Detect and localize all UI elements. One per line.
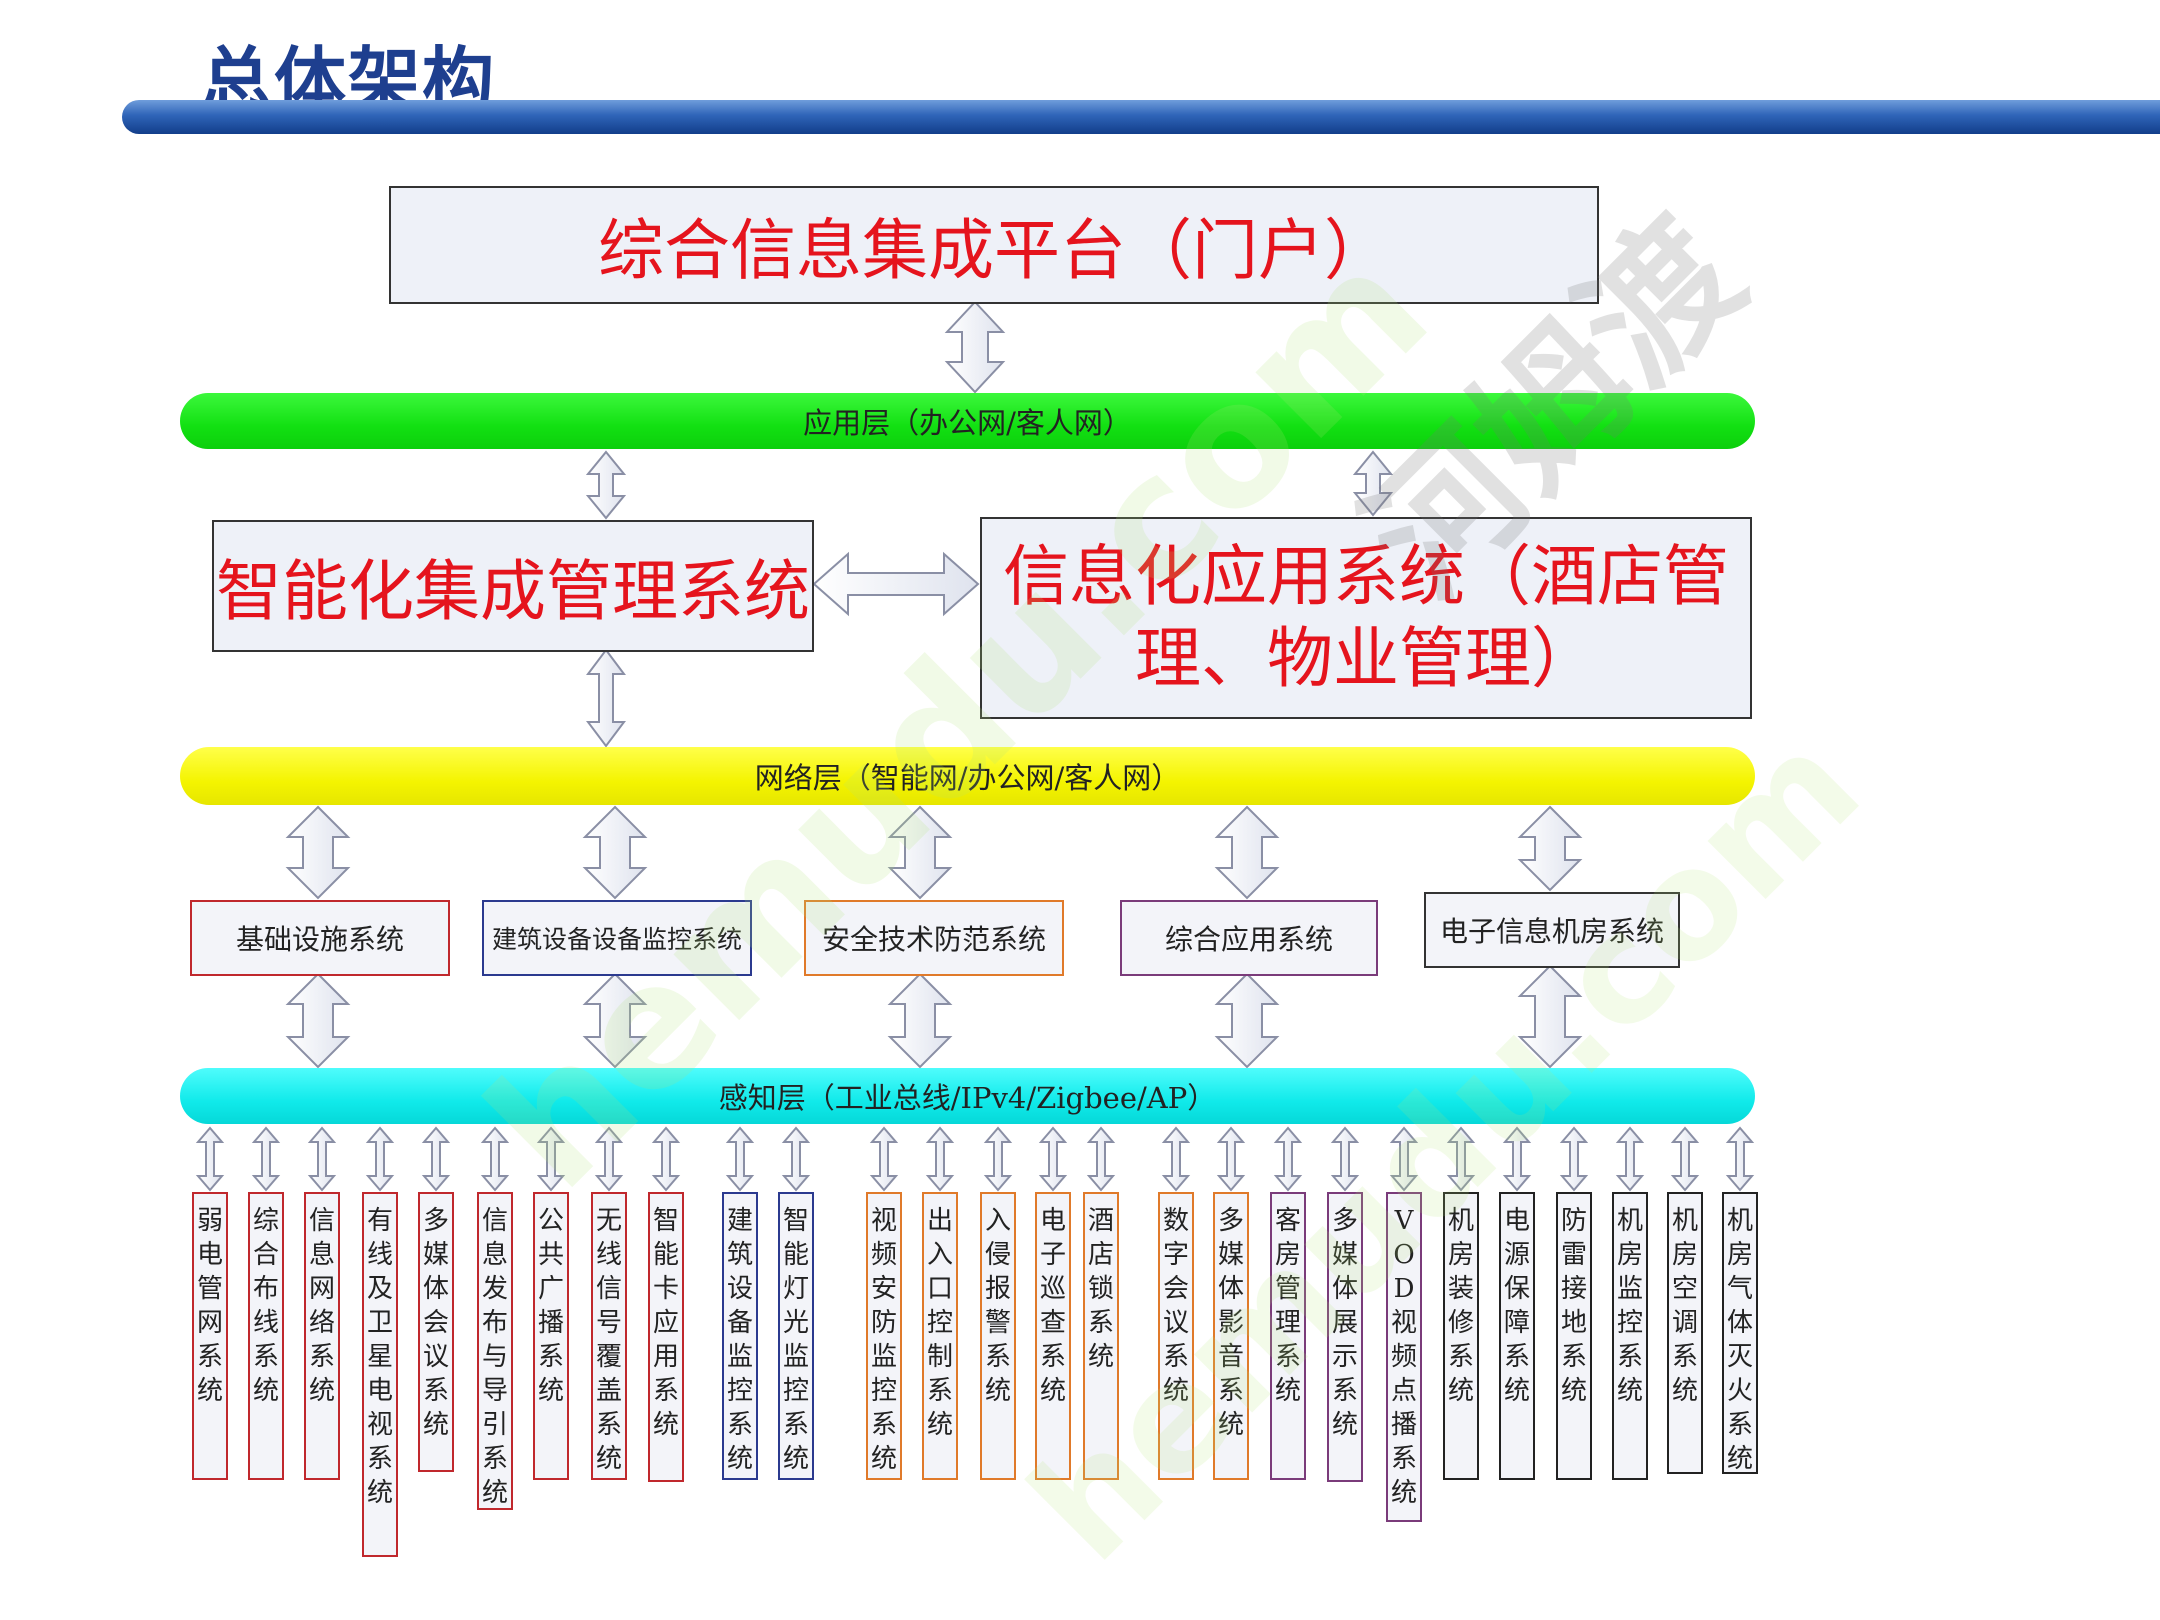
arrow-app-info xyxy=(1352,450,1394,517)
leaf-system: 视频安防监控系统 xyxy=(866,1192,902,1480)
leaf-system: 机房监控系统 xyxy=(1612,1192,1648,1480)
arrow-perception-leaf xyxy=(1330,1126,1360,1192)
subsystem-integrated-app: 综合应用系统 xyxy=(1120,900,1378,976)
arrow-perception-leaf xyxy=(651,1126,681,1192)
arrow-perception-leaf xyxy=(1615,1126,1645,1192)
leaf-system: 无线信号覆盖系统 xyxy=(591,1192,627,1480)
arrow-perception-leaf xyxy=(1446,1126,1476,1192)
leaf-system: 机房气体灭火系统 xyxy=(1722,1192,1758,1474)
leaf-system: 公共广播系统 xyxy=(533,1192,569,1480)
leaf-system: 信息网络系统 xyxy=(304,1192,340,1480)
arrow-perception-leaf xyxy=(1038,1126,1068,1192)
arrow-perception-leaf xyxy=(725,1126,755,1192)
leaf-system: 弱电管网系统 xyxy=(192,1192,228,1480)
leaf-system: 电源保障系统 xyxy=(1499,1192,1535,1480)
subsystem-security: 安全技术防范系统 xyxy=(804,900,1064,976)
arrow-network-sub xyxy=(887,805,953,900)
arrow-perception-leaf xyxy=(1502,1126,1532,1192)
subsystem-infrastructure: 基础设施系统 xyxy=(190,900,450,976)
arrow-portal-app xyxy=(944,300,1006,394)
arrow-perception-leaf xyxy=(1670,1126,1700,1192)
info-app-line1: 信息化应用系统（酒店管 xyxy=(1003,538,1729,615)
leaf-system: 多媒体影音系统 xyxy=(1213,1192,1249,1480)
arrow-sub-perception xyxy=(1517,964,1583,1069)
arrow-sub-perception xyxy=(887,972,953,1069)
leaf-system: 智能灯光监控系统 xyxy=(778,1192,814,1480)
leaf-system: 酒店锁系统 xyxy=(1083,1192,1119,1480)
arrow-network-sub xyxy=(1214,805,1280,900)
arrow-perception-leaf xyxy=(594,1126,624,1192)
arrow-perception-leaf xyxy=(251,1126,281,1192)
arrow-perception-leaf xyxy=(421,1126,451,1192)
arrow-perception-leaf xyxy=(536,1126,566,1192)
arrow-perception-leaf xyxy=(1216,1126,1246,1192)
leaf-system: 机房空调系统 xyxy=(1667,1192,1703,1474)
arrow-perception-leaf xyxy=(1273,1126,1303,1192)
arrow-perception-leaf xyxy=(1086,1126,1116,1192)
big-arrows xyxy=(285,300,1583,1069)
subsystem-data-center: 电子信息机房系统 xyxy=(1424,892,1680,968)
arrow-perception-leaf xyxy=(1161,1126,1191,1192)
leaf-system: 多媒体会议系统 xyxy=(418,1192,454,1472)
arrow-perception-leaf xyxy=(307,1126,337,1192)
integration-mgmt-box: 智能化集成管理系统 xyxy=(212,520,814,652)
leaf-system: 综合布线系统 xyxy=(248,1192,284,1480)
leaf-system: 电子巡查系统 xyxy=(1035,1192,1071,1480)
app-layer-label: 应用层（办公网/客人网） xyxy=(803,406,1132,440)
arrow-app-integration xyxy=(585,450,627,520)
portal-box: 综合信息集成平台（门户） xyxy=(389,186,1599,304)
info-app-line2: 理、物业管理） xyxy=(1135,620,1597,697)
network-layer: 网络层（智能网/办公网/客人网） xyxy=(180,747,1755,805)
portal-label: 综合信息集成平台（门户） xyxy=(598,212,1390,289)
leaf-system: 机房装修系统 xyxy=(1443,1192,1479,1480)
leaf-system: 入侵报警系统 xyxy=(980,1192,1016,1480)
perception-layer-label: 感知层（工业总线/IPv4/Zigbee/AP） xyxy=(718,1081,1217,1115)
network-layer-label: 网络层（智能网/办公网/客人网） xyxy=(754,761,1181,795)
app-layer: 应用层（办公网/客人网） xyxy=(180,393,1755,449)
arrow-sub-perception xyxy=(582,972,648,1069)
arrow-network-sub xyxy=(1517,805,1583,892)
title-bar xyxy=(122,100,2160,134)
arrow-perception-leaf xyxy=(869,1126,899,1192)
arrow-perception-leaf xyxy=(195,1126,225,1192)
leaf-system: 数字会议系统 xyxy=(1158,1192,1194,1480)
integration-mgmt-label: 智能化集成管理系统 xyxy=(216,553,810,630)
leaf-system: 多媒体展示系统 xyxy=(1327,1192,1363,1482)
arrow-network-sub xyxy=(285,805,351,900)
arrow-integration-info xyxy=(812,551,980,617)
leaf-system: 有线及卫星电视系统 xyxy=(362,1192,398,1557)
leaf-system: 出入口控制系统 xyxy=(922,1192,958,1480)
arrow-perception-leaf xyxy=(1559,1126,1589,1192)
arrow-perception-leaf xyxy=(1389,1126,1419,1192)
small-arrows xyxy=(195,1126,1755,1192)
arrow-perception-leaf xyxy=(365,1126,395,1192)
info-app-box: 信息化应用系统（酒店管 理、物业管理） xyxy=(980,517,1752,719)
arrow-integration-network xyxy=(586,648,626,748)
arrow-perception-leaf xyxy=(925,1126,955,1192)
leaf-system: 信息发布与导引系统 xyxy=(477,1192,513,1510)
leaf-system: 客房管理系统 xyxy=(1270,1192,1306,1480)
leaf-system: 智能卡应用系统 xyxy=(648,1192,684,1482)
arrow-sub-perception xyxy=(285,972,351,1069)
leaf-system: 防雷接地系统 xyxy=(1556,1192,1592,1480)
arrow-perception-leaf xyxy=(983,1126,1013,1192)
arrow-perception-leaf xyxy=(1725,1126,1755,1192)
subsystem-building-equipment: 建筑设备设备监控系统 xyxy=(482,900,752,976)
arrow-perception-leaf xyxy=(781,1126,811,1192)
arrow-sub-perception xyxy=(1214,972,1280,1069)
perception-layer: 感知层（工业总线/IPv4/Zigbee/AP） xyxy=(180,1068,1755,1124)
arrow-perception-leaf xyxy=(480,1126,510,1192)
arrow-network-sub xyxy=(582,805,648,900)
leaf-system: 建筑设备监控系统 xyxy=(722,1192,758,1480)
